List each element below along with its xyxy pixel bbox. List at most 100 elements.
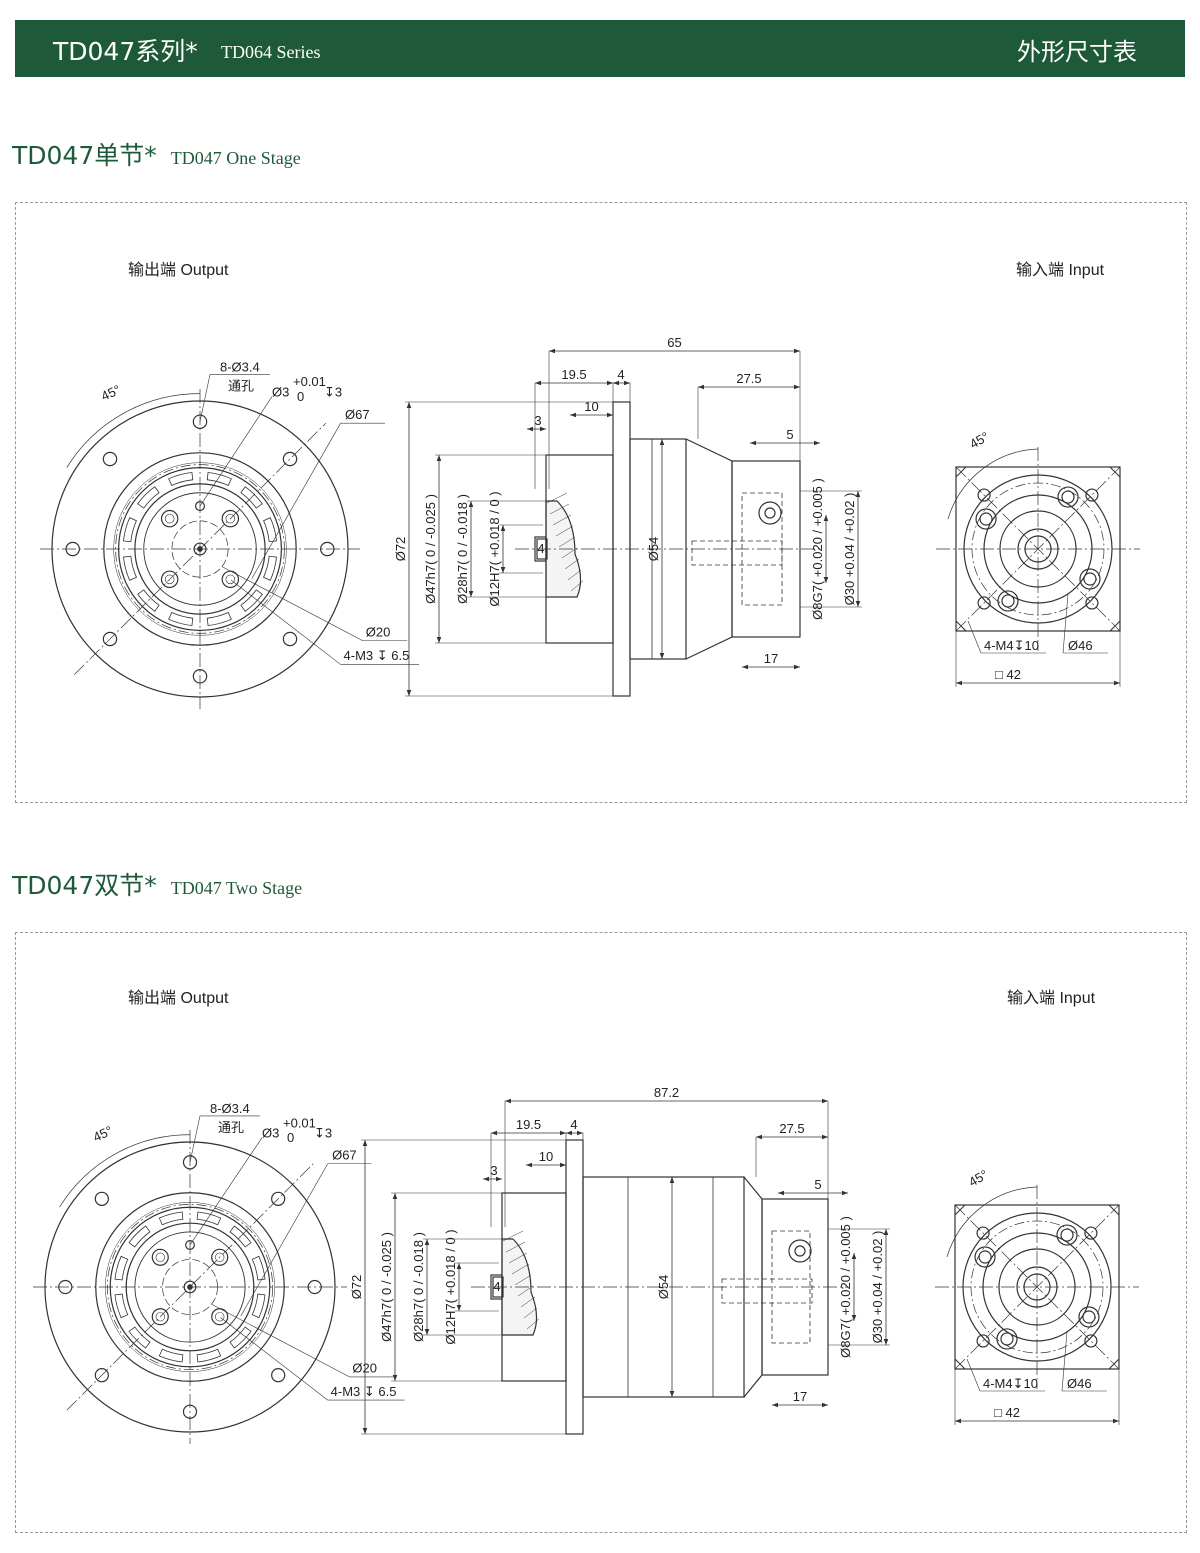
pin-tol-lower: 0 <box>287 1130 294 1145</box>
len-17-label: 17 <box>793 1389 807 1404</box>
motor-shaft-hidden <box>721 1278 813 1304</box>
clamp-screw-inner <box>794 1245 806 1257</box>
ring-slot <box>137 589 160 612</box>
dimension-arrow <box>468 501 474 507</box>
leader-line <box>220 1317 328 1401</box>
dimension-arrow <box>794 348 800 354</box>
m3-hole-inner <box>225 513 236 524</box>
section-title-en: TD047 One Stage <box>170 148 301 168</box>
hatch-line <box>502 1230 524 1242</box>
dimension-arrow <box>607 412 613 418</box>
len-27-5-label: 27.5 <box>779 1121 804 1136</box>
hatch-line <box>508 1252 528 1264</box>
dimension-arrow <box>955 1418 961 1424</box>
dimension-arrow <box>491 1130 497 1136</box>
dimension-arrow <box>823 515 829 521</box>
dimension-arrow <box>822 1134 828 1140</box>
d28-label-group: Ø28h7( 0 / -0.018 ) <box>455 494 470 604</box>
ring-slot <box>137 486 160 509</box>
len-5-label: 5 <box>786 427 793 442</box>
square-42-label: □ 42 <box>994 1405 1020 1420</box>
ring-slot <box>158 1348 184 1363</box>
bolt-hole <box>102 451 118 467</box>
hatch-line <box>526 1318 540 1330</box>
ring-slot <box>206 612 232 626</box>
dimension-arrow <box>500 525 506 531</box>
dimension-arrow <box>526 1162 532 1168</box>
access-hole-inner <box>1061 490 1075 504</box>
len-3-label: 3 <box>534 413 541 428</box>
dimension-arrow <box>823 577 829 583</box>
dimension-arrow <box>956 680 962 686</box>
d54-label: Ø54 <box>656 1275 671 1300</box>
hatch-line <box>511 1263 530 1275</box>
center-line <box>73 422 327 676</box>
len-10-label: 10 <box>584 399 598 414</box>
dimension-arrow <box>669 1391 675 1397</box>
d12-label-group: Ø12H7( +0.018 / 0 ) <box>487 491 502 606</box>
m3-label: 4-M3 ↧ 6.5 <box>344 648 410 663</box>
leader-line <box>251 423 341 579</box>
m3-hole-inner <box>155 1252 165 1262</box>
dimension-arrow <box>362 1428 368 1434</box>
hatch-line <box>561 547 578 559</box>
through-hole-label: 通孔 <box>218 1120 244 1135</box>
clamp-screw-inner <box>764 507 776 519</box>
m3-label: 4-M3 ↧ 6.5 <box>331 1384 397 1399</box>
ring-slot <box>263 517 277 543</box>
clamp-screw <box>788 1239 812 1263</box>
section-title-two-stage: TD047双节*TD047 Two Stage <box>12 866 302 902</box>
access-hole-inner <box>1082 1310 1096 1324</box>
m3-hole <box>211 1308 229 1326</box>
len-19-5-label: 19.5 <box>561 367 586 382</box>
motor-shaft-hidden <box>691 540 783 566</box>
ring-slot <box>168 472 194 486</box>
dimension-arrow <box>822 1402 828 1408</box>
d8g7-label-group: Ø8G7( +0.020 / +0.005 ) <box>810 478 825 620</box>
d72-label: Ø72 <box>393 537 408 562</box>
header-title-en: TD064 Series <box>221 42 321 62</box>
dimension-arrow <box>392 1375 398 1381</box>
ring-slot <box>168 612 194 626</box>
access-hole-inner <box>979 512 993 526</box>
d8g7-label-group: Ø8G7( +0.020 / +0.005 ) <box>838 1216 853 1358</box>
dimension-arrow <box>505 1098 511 1104</box>
access-hole <box>1057 486 1079 508</box>
angle-arc <box>66 393 201 468</box>
dimension-arrow <box>778 1190 784 1196</box>
len-19-5-label: 19.5 <box>516 1117 541 1132</box>
output-end-label: 输出端 Output <box>128 262 229 279</box>
hatch-line <box>549 503 570 515</box>
dimension-arrow <box>549 348 555 354</box>
dimension-arrow <box>392 1193 398 1199</box>
dimension-arrow <box>794 384 800 390</box>
dimension-arrow <box>456 1263 462 1269</box>
ring-slot <box>128 1326 151 1349</box>
key-label: 4 <box>537 541 544 556</box>
dimension-arrow <box>535 380 541 386</box>
input-end-label: 输入端 Input <box>1016 262 1105 279</box>
dimension-arrow <box>851 1253 857 1259</box>
leader-line <box>189 1137 263 1246</box>
bolt-hole <box>102 631 118 647</box>
hatch-line <box>514 1274 532 1286</box>
dimension-arrow <box>560 1162 566 1168</box>
dimension-arrow <box>607 380 613 386</box>
d67-label: Ø67 <box>345 407 370 422</box>
len-5-label: 5 <box>814 1177 821 1192</box>
m3-hole-inner <box>164 513 175 524</box>
dimension-arrow <box>659 653 665 659</box>
d67-label: Ø67 <box>332 1147 357 1162</box>
input-bore <box>771 1230 811 1344</box>
section-title-cn: TD047单节* <box>12 141 157 170</box>
ring-slot <box>240 486 263 509</box>
m4-hole <box>976 1226 990 1240</box>
leader-line <box>189 1115 201 1163</box>
dimension-arrow <box>772 1402 778 1408</box>
ring-slot <box>229 1225 252 1248</box>
d46-label: Ø46 <box>1067 1376 1092 1391</box>
drawing-panel-one-stage <box>15 202 1187 803</box>
square-42-label: □ 42 <box>995 667 1021 682</box>
dimension-arrow <box>659 439 665 445</box>
